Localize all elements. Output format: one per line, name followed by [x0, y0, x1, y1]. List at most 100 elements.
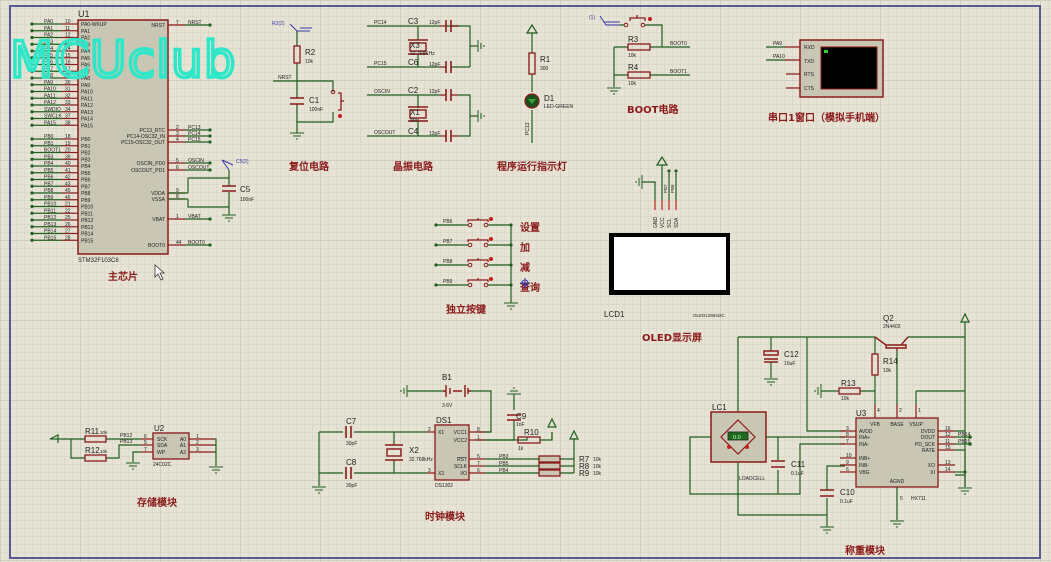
pin-net: PA9 [44, 80, 53, 86]
pin-net: OSCOUT [188, 165, 209, 171]
boot-button[interactable] [623, 15, 652, 28]
pin-name: VFB [870, 422, 880, 428]
pin-number: 9 [846, 460, 849, 466]
pin-name: PB14 [81, 232, 93, 238]
q2-ref: Q2 [883, 314, 894, 323]
button-contact [483, 282, 489, 288]
pin-name: PB6 [81, 178, 91, 184]
button-net: PB9 [443, 279, 453, 285]
pin-terminal [30, 96, 34, 100]
crystal-circuit[interactable]: PC14 PC15 C3 C6 12pF 12pF X3 32.768KHz O… [367, 17, 485, 173]
reset-button[interactable] [330, 89, 344, 118]
oled-display[interactable]: PB7 PB6 GND VCC SCL SDA LCD1 OLED12864I2… [604, 155, 730, 344]
ds1-pin-io[interactable]: 6I/O [460, 468, 485, 477]
clock-module[interactable]: B1 3.6V C9 1nF R10 1k C7 30pF C8 30pF X2… [312, 373, 602, 523]
uart-terminal[interactable]: PA9 PA10 RXD TXD RTS CTS 串口1窗口（模拟手机端） [766, 39, 885, 124]
u2-pin-a2[interactable]: 3A2 [180, 447, 214, 456]
pin-net: PA12 [44, 100, 56, 106]
boot-circuit[interactable]: (1) R3 R4 10k 10k BOOT0 BOOT1 BOOT电路 [589, 15, 690, 116]
pin-number: 8 [176, 194, 179, 200]
pin-number: 15 [65, 53, 71, 59]
weighing-module[interactable]: C12 10uF Q2 2N4403 R14 10k R13 10k LC1 L… [689, 312, 972, 557]
u3-ref: U3 [856, 409, 867, 418]
reset-circuit[interactable]: R2(2) R2 10k NRST C1 100nF 复位电路 [272, 21, 344, 173]
run-led-circuit[interactable]: R1 300 D1 LED-GREEN PC13 程序运行指示灯 [497, 23, 574, 173]
u2-pin-a0[interactable]: 1A0 [180, 434, 214, 443]
u2-pin-a1[interactable]: 2A1 [180, 440, 214, 449]
